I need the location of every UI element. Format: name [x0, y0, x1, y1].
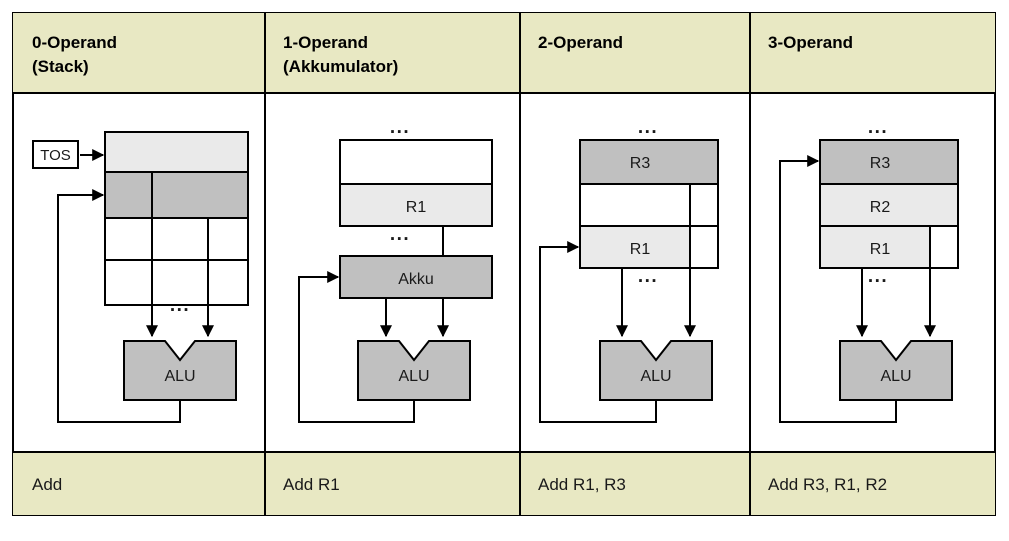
header-2-line1: 2-Operand [538, 33, 623, 52]
rf2-reg-label-2: R1 [630, 241, 651, 258]
diagram-register-file-2op: ... R3 R1 ... ALU [539, 117, 719, 423]
rf3-ellipsis-top: ... [868, 117, 888, 138]
rf3-reg-cell-0 [820, 140, 958, 184]
stack-feedback-path [57, 189, 181, 423]
diagram-register-file-3op: ... R3 R2 R1 ... ALU [779, 117, 959, 423]
accumulator-label: Akku [398, 271, 434, 288]
rf2-alu: ALU [599, 340, 713, 401]
tos-pointer: TOS [32, 140, 105, 169]
rf3-reg-grid [819, 139, 959, 269]
header-cell-1: 1-Operand (Akkumulator) [283, 33, 398, 76]
header-cell-0: 0-Operand (Stack) [32, 33, 117, 76]
tos-label: TOS [40, 147, 71, 164]
accu-alu: ALU [357, 340, 471, 401]
accu-reg-label-1: R1 [406, 199, 427, 216]
header-1-line1: 1-Operand [283, 33, 368, 52]
rf3-alu: ALU [839, 340, 953, 401]
stack-alu-label: ALU [164, 368, 195, 385]
instruction-3: Add R3, R1, R2 [768, 475, 887, 494]
stack-cell-0 [105, 132, 248, 172]
rf3-reg-cell-2 [820, 226, 930, 268]
rf2-reg-cell-0 [580, 140, 718, 184]
rf2-alu-label: ALU [640, 368, 671, 385]
accu-ellipsis-bottom: ... [390, 224, 410, 245]
rf2-ellipsis-top: ... [638, 117, 658, 138]
stack-ellipsis: ... [170, 295, 190, 316]
instruction-0: Add [32, 475, 62, 494]
stack-cell-1 [105, 172, 248, 218]
diagram-stack: ... TOS ALU [32, 131, 249, 423]
header-1-line2: (Akkumulator) [283, 57, 398, 76]
rf3-reg-label-0: R3 [870, 155, 891, 172]
header-0-line1: 0-Operand [32, 33, 117, 52]
header-3-line1: 3-Operand [768, 33, 853, 52]
header-cell-3: 3-Operand [768, 33, 853, 52]
rf2-ellipsis-bottom: ... [638, 266, 658, 287]
column-separators [264, 13, 751, 515]
accu-alu-label: ALU [398, 368, 429, 385]
rf3-reg-cell-1 [820, 184, 958, 226]
rf2-reg-cell-2 [580, 226, 690, 268]
stack-alu: ALU [123, 340, 237, 401]
rf3-feedback-path [779, 155, 897, 423]
instruction-row: Add Add R1 Add R1, R3 Add R3, R1, R2 [13, 451, 995, 515]
accu-feedback-path [298, 271, 415, 423]
stack-cell-2 [105, 218, 248, 260]
instruction-1: Add R1 [283, 475, 340, 494]
accu-reg-cell-0 [340, 140, 492, 184]
header-0-line2: (Stack) [32, 57, 89, 76]
header-row: 0-Operand (Stack) 1-Operand (Akkumulator… [13, 13, 995, 94]
accumulator-box: Akku [339, 255, 493, 299]
rf3-reg-label-1: R2 [870, 199, 891, 216]
rf2-reg-label-0: R3 [630, 155, 651, 172]
accu-reg-cell-1 [340, 184, 492, 226]
rf3-ellipsis-bottom: ... [868, 266, 888, 287]
stack-grid [104, 131, 249, 306]
rf2-reg-cell-1 [580, 184, 718, 226]
rf2-reg-grid [579, 139, 719, 269]
accu-ellipsis-top: ... [390, 117, 410, 138]
rf3-alu-label: ALU [880, 368, 911, 385]
instruction-2: Add R1, R3 [538, 475, 626, 494]
rf3-reg-label-2: R1 [870, 241, 891, 258]
diagram-accumulator: ... R1 ... Akku ALU [298, 117, 493, 423]
accu-reg-grid [339, 139, 493, 227]
stack-cell-3 [105, 260, 248, 305]
header-cell-2: 2-Operand [538, 33, 623, 52]
rf2-feedback-path [539, 241, 657, 423]
